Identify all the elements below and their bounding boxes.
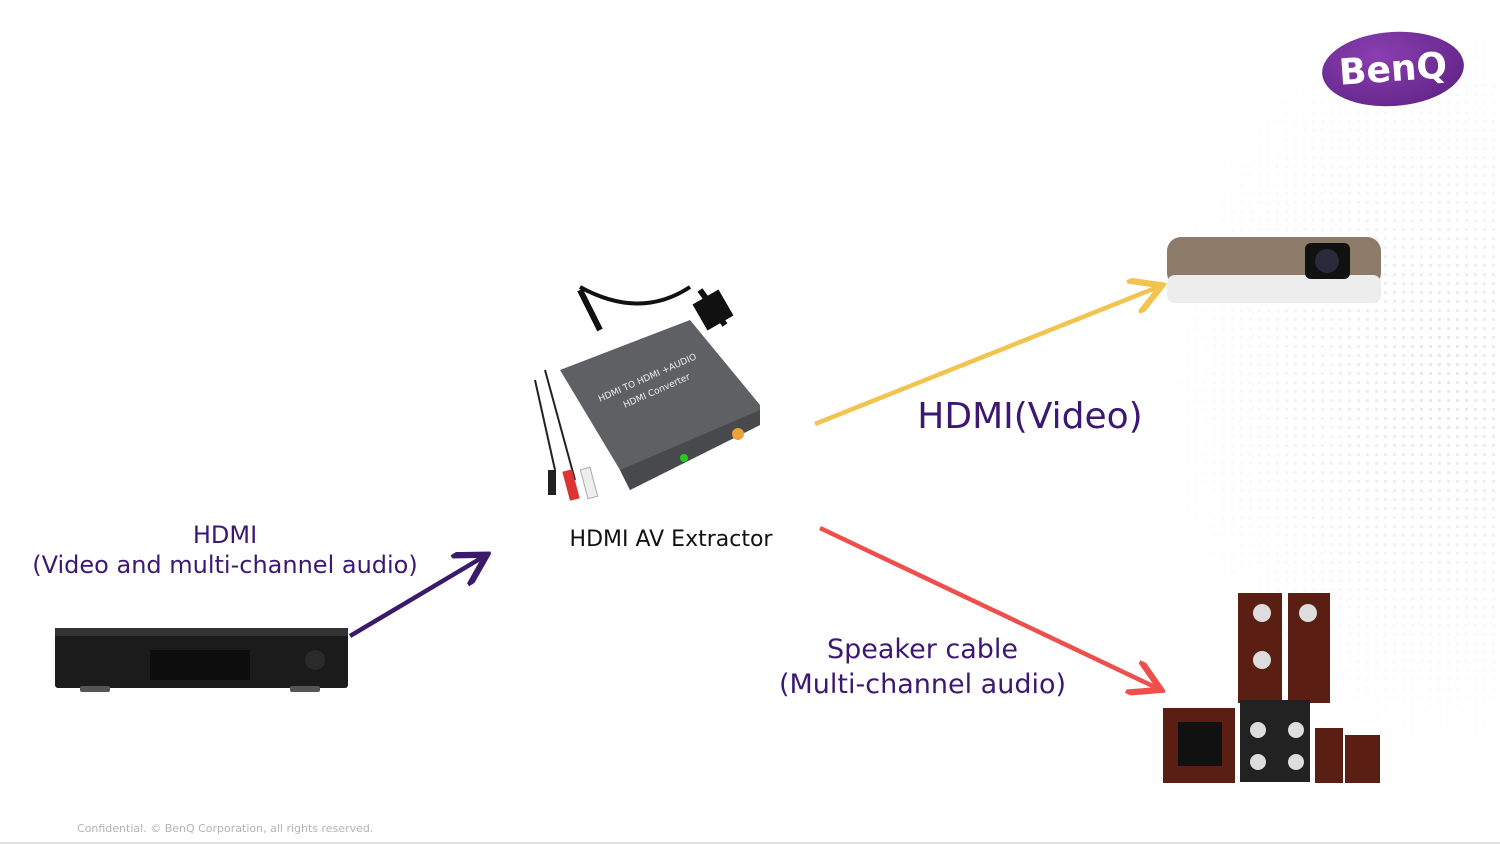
arrow-speaker-audio [819, 525, 1157, 688]
arrow-hdmi-input [348, 557, 483, 638]
bluray-player-image [55, 628, 348, 692]
speaker-cable-label: Speaker cable (Multi-channel audio) [750, 632, 1095, 702]
speaker-label-line1: Speaker cable [826, 634, 1019, 665]
hdmi-input-label-line1: HDMI [192, 521, 258, 549]
speaker-label-line2: (Multi-channel audio) [778, 669, 1067, 700]
bottom-divider [0, 842, 1500, 844]
extractor-label: HDMI AV Extractor [569, 527, 773, 552]
hdmi-av-extractor-image: HDMI TO HDMI +AUDIO HDMI Converter [534, 285, 760, 501]
hdmi-input-label-line2: (Video and multi-channel audio) [32, 551, 418, 579]
projector-image [1167, 237, 1381, 303]
footer-confidential: Confidential. © BenQ Corporation, all ri… [77, 822, 374, 835]
hdmi-input-label: HDMI (Video and multi-channel audio) [15, 520, 435, 580]
dotted-background [940, 0, 1500, 844]
hdmi-video-label: HDMI(Video) [917, 396, 1143, 437]
speaker-system-image [1163, 593, 1380, 783]
arrow-hdmi-video [814, 287, 1158, 427]
